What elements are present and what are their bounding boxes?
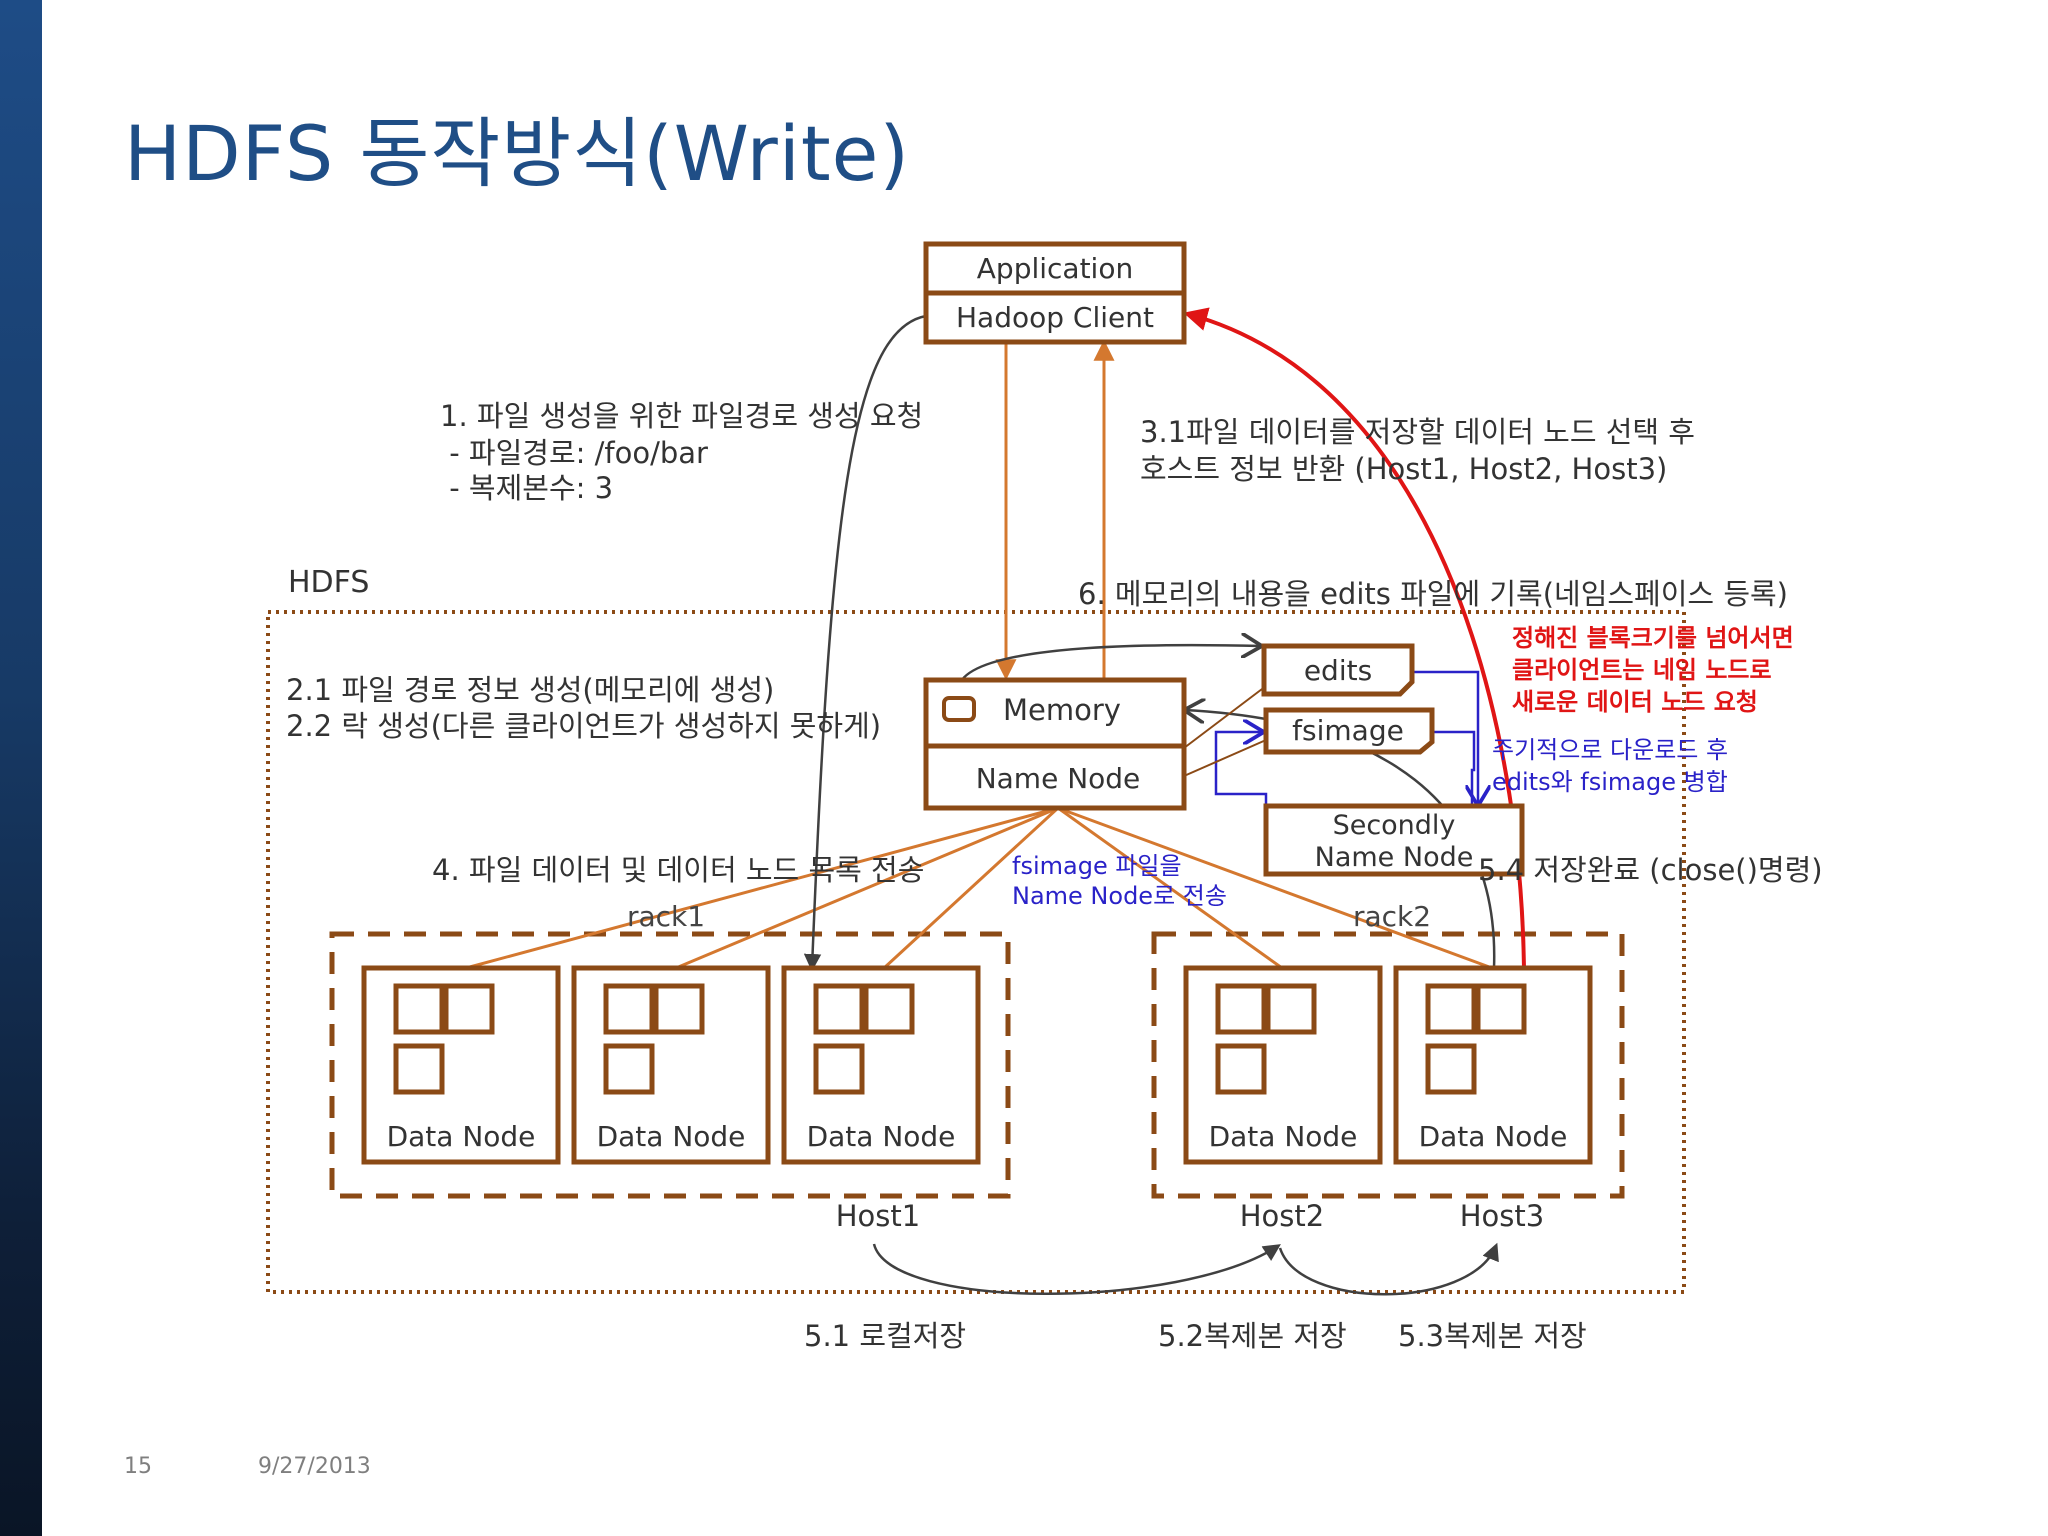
host1-label: Host1 — [836, 1199, 920, 1233]
data-node-3: Data Node — [781, 965, 981, 1165]
step2-line2: 2.2 락 생성(다른 클라이언트가 생성하지 못하게) — [286, 709, 881, 743]
fsimage-file: fsimage — [1263, 707, 1435, 755]
name-node-label: Name Node — [976, 762, 1141, 795]
blue-transfer-line1: fsimage 파일을 — [1012, 852, 1182, 880]
block-icon — [1475, 983, 1527, 1035]
slide-date: 9/27/2013 — [258, 1454, 371, 1479]
data-nodes: Data Node Data Node Data Node Data Node Data… — [361, 965, 1593, 1165]
data-node-label: Data Node — [807, 1120, 956, 1153]
block-icon — [443, 983, 495, 1035]
page-number: 15 — [124, 1454, 152, 1479]
memory-icon — [942, 696, 976, 722]
data-node-5: Data Node — [1393, 965, 1593, 1165]
blue-merge-line1: 주기적으로 다운로드 후 — [1492, 736, 1728, 764]
name-node-data-node-links — [465, 806, 1493, 970]
memory-to-edits-arrow — [956, 645, 1262, 691]
block-icon — [603, 983, 655, 1035]
step1-line1: 1. 파일 생성을 위한 파일경로 생성 요청 — [440, 399, 923, 433]
step3-line2: 호스트 정보 반환 (Host1, Host2, Host3) — [1140, 452, 1667, 486]
block-icon — [1215, 983, 1267, 1035]
slide-title: HDFS 동작방식(Write) — [124, 109, 911, 198]
data-node-4: Data Node — [1183, 965, 1383, 1165]
memory-label: Memory — [1003, 693, 1121, 727]
rack2-label: rack2 — [1353, 900, 1431, 933]
blue-merge-line2: edits와 fsimage 병합 — [1492, 768, 1728, 796]
namenode-secondary-link — [1183, 685, 1267, 749]
data-node-2: Data Node — [571, 965, 771, 1165]
edits-file: edits — [1261, 643, 1415, 697]
secondary-line1: Secondly — [1333, 810, 1456, 841]
step6-text: 6. 메모리의 내용을 edits 파일에 기록(네임스페이스 등록) — [1078, 577, 1788, 611]
step3-line1: 3.1파일 데이터를 저장할 데이터 노드 선택 후 — [1140, 415, 1695, 449]
block-icon — [1215, 1043, 1267, 1095]
hadoop-client-box: Application Hadoop Client — [923, 241, 1187, 345]
step2-line1: 2.1 파일 경로 정보 생성(메모리에 생성) — [286, 673, 774, 707]
secondary-name-node-box: Secondly Name Node — [1263, 803, 1525, 877]
secondary-line2: Name Node — [1315, 842, 1474, 873]
fsimage-label: fsimage — [1292, 714, 1404, 747]
data-node-label: Data Node — [1209, 1120, 1358, 1153]
data-node-label: Data Node — [387, 1120, 536, 1153]
step5-4-text: 5.4 저장완료 (close()명령) — [1478, 853, 1823, 887]
step1-line2: - 파일경로: /foo/bar — [440, 436, 708, 470]
block-icon — [1425, 983, 1477, 1035]
red-note-line2: 클라이언트는 네임 노드로 — [1512, 656, 1772, 684]
data-node-1: Data Node — [361, 965, 561, 1165]
step5-3-text: 5.3복제본 저장 — [1398, 1319, 1587, 1353]
data-node-label: Data Node — [597, 1120, 746, 1153]
hadoop-client-label: Hadoop Client — [956, 301, 1154, 334]
slide-sidebar — [0, 0, 42, 1536]
block-icon — [393, 983, 445, 1035]
host2-label: Host2 — [1240, 1199, 1324, 1233]
block-icon — [813, 983, 865, 1035]
block-icon — [393, 1043, 445, 1095]
rack1-box — [329, 931, 1011, 1199]
rack2-box — [1151, 931, 1625, 1199]
step5-2-text: 5.2복제본 저장 — [1158, 1319, 1347, 1353]
step4-text: 4. 파일 데이터 및 데이터 노드 목록 전송 — [432, 853, 924, 887]
hdfs-label: HDFS — [288, 565, 369, 600]
red-note-line3: 새로운 데이터 노드 요청 — [1512, 688, 1758, 716]
replicate-host2-host3-arrow — [1278, 1242, 1499, 1296]
red-note-line1: 정해진 블록크기를 넘어서면 — [1512, 624, 1794, 652]
block-icon — [863, 983, 915, 1035]
data-node-label: Data Node — [1419, 1120, 1568, 1153]
namenode-secondary-link-2 — [1183, 739, 1267, 777]
step5-1-text: 5.1 로컬저장 — [804, 1319, 966, 1353]
block-icon — [1265, 983, 1317, 1035]
edits-label: edits — [1304, 654, 1372, 687]
rack1-label: rack1 — [627, 900, 705, 933]
replicate-host1-host2-arrow — [872, 1243, 1281, 1295]
name-node-box: Memory Name Node — [923, 677, 1187, 811]
block-icon — [1425, 1043, 1477, 1095]
close-arrow — [1184, 710, 1496, 969]
step1-line3: - 복제본수: 3 — [440, 471, 613, 505]
client-to-host1-arrow — [803, 314, 927, 972]
block-icon — [653, 983, 705, 1035]
application-label: Application — [977, 252, 1133, 285]
host3-label: Host3 — [1460, 1199, 1544, 1233]
block-icon — [603, 1043, 655, 1095]
blue-transfer-line2: Name Node로 전송 — [1012, 882, 1227, 910]
block-icon — [813, 1043, 865, 1095]
